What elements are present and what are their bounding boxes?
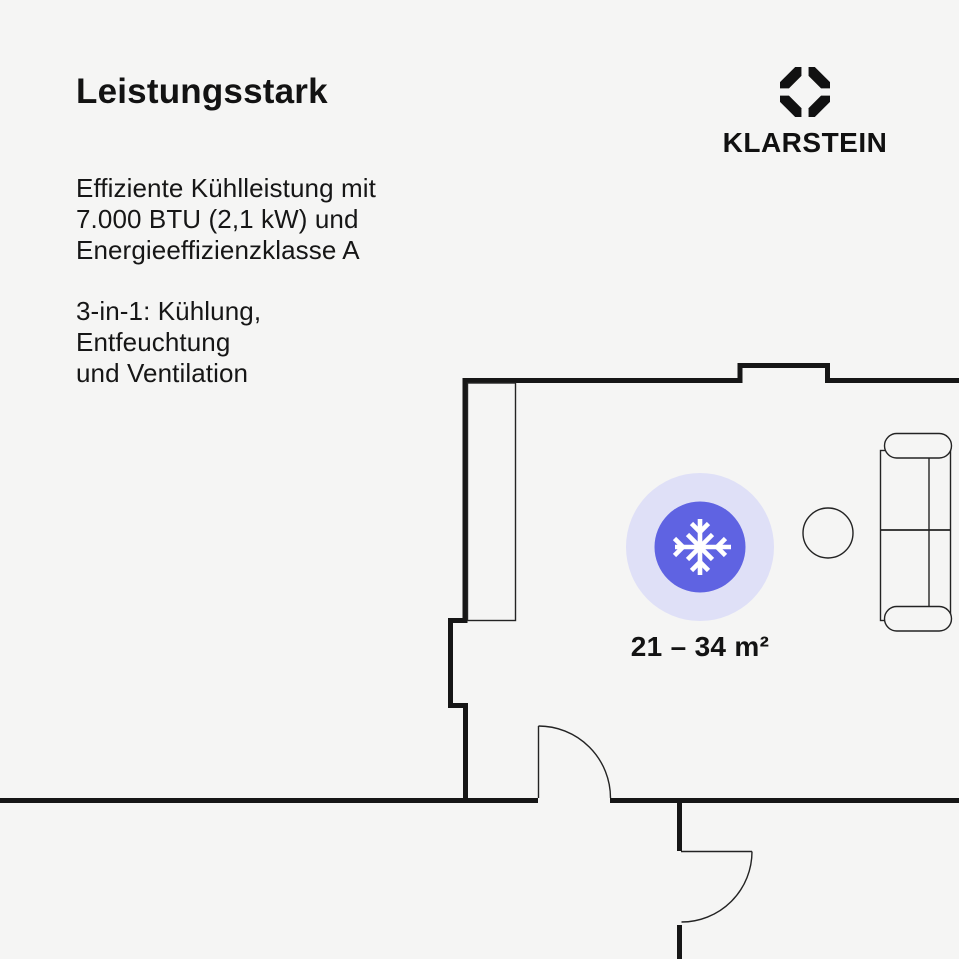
cooling-marker bbox=[626, 473, 774, 621]
brand-logo: KLARSTEIN bbox=[715, 67, 895, 159]
snowflake-icon bbox=[672, 519, 731, 575]
klarstein-octagon-icon bbox=[780, 67, 830, 117]
door-bottom-swing-arc bbox=[538, 725, 612, 799]
door-right bbox=[681, 850, 753, 923]
wall-top bbox=[462, 363, 959, 383]
sofa bbox=[879, 432, 953, 632]
side-table bbox=[802, 507, 854, 559]
page-title: Leistungsstark bbox=[76, 72, 328, 111]
door-right-swing-arc bbox=[681, 851, 753, 923]
floorplan-walls bbox=[0, 363, 959, 959]
door-bottom bbox=[537, 725, 612, 799]
wardrobe bbox=[466, 382, 517, 622]
wall-left bbox=[448, 378, 468, 800]
sofa-body bbox=[879, 449, 952, 622]
feature-paragraph-cooling: Effiziente Kühlleistung mit 7.000 BTU (2… bbox=[76, 173, 376, 265]
floorplan-furniture bbox=[466, 382, 953, 923]
brand-name: KLARSTEIN bbox=[722, 127, 888, 158]
sofa-armrest-bottom bbox=[883, 605, 953, 632]
area-range-label: 21 – 34 m² bbox=[630, 631, 770, 662]
sofa-armrest-top bbox=[883, 432, 953, 459]
feature-paragraph-3in1: 3-in-1: Kühlung, Entfeuchtung und Ventil… bbox=[76, 296, 262, 388]
